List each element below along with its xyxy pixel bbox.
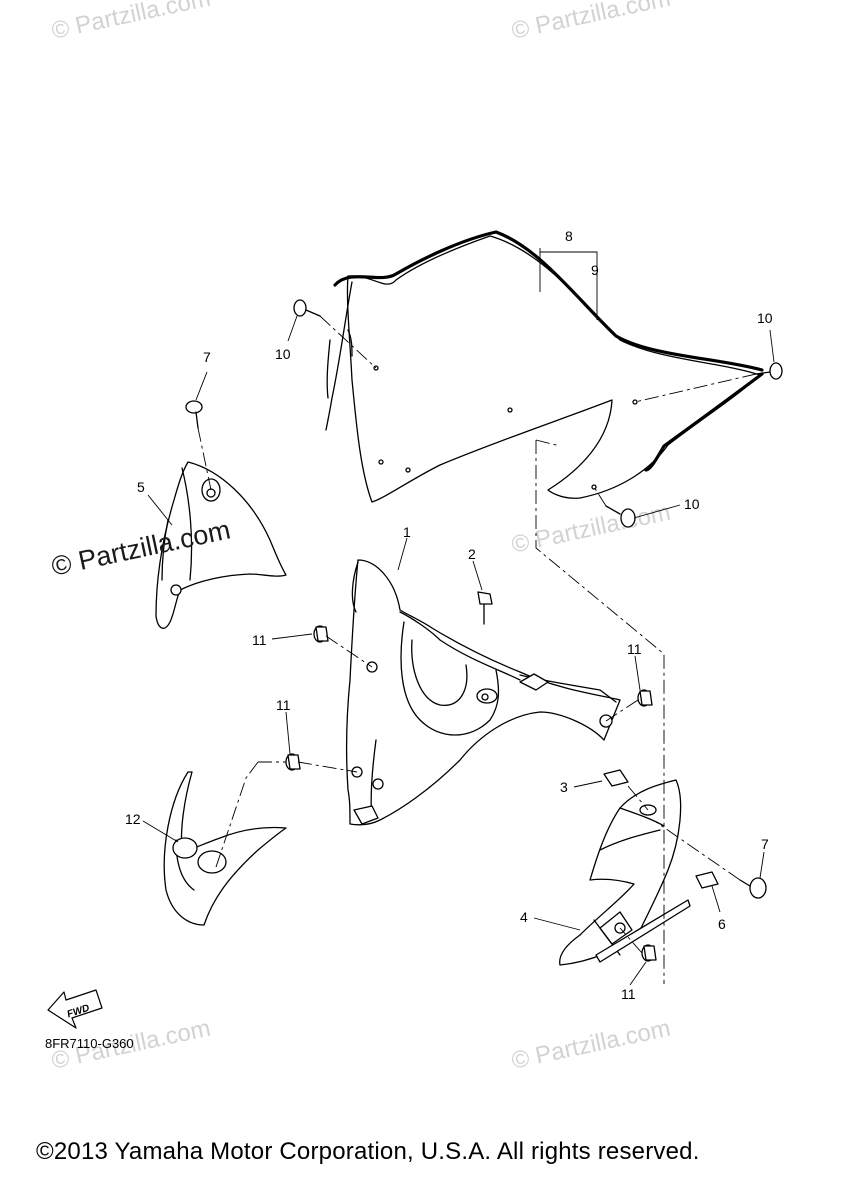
callout-2: 2: [468, 546, 476, 562]
diagram-code: 8FR7110-G360: [45, 1036, 134, 1051]
windshield: [325, 235, 761, 503]
callout-5: 5: [137, 479, 145, 495]
callout-10-right: 10: [757, 310, 773, 326]
leader-lines: [142, 248, 775, 986]
left-side-cover: [155, 461, 287, 629]
bolt-7-left: [185, 400, 203, 429]
callout-1: 1: [403, 524, 411, 540]
center-cowling: [346, 559, 621, 826]
copyright-notice: ©2013 Yamaha Motor Corporation, U.S.A. A…: [36, 1138, 700, 1165]
callout-9: 9: [591, 262, 599, 278]
assembly-lines: [197, 315, 757, 984]
callout-11-d: 11: [621, 986, 636, 1002]
fwd-arrow: FWD: [47, 989, 103, 1029]
callout-4: 4: [520, 909, 528, 925]
right-side-cover: [559, 779, 691, 966]
callout-10-left: 10: [275, 346, 291, 362]
callout-11-b: 11: [276, 697, 291, 713]
screw-2: [477, 591, 493, 625]
callout-11-a: 11: [252, 632, 267, 648]
callout-7-left: 7: [203, 349, 211, 365]
callout-7-right: 7: [761, 836, 769, 852]
collar-11-a: [313, 625, 329, 643]
callout-11-c: 11: [627, 641, 642, 657]
bolt-10-right: [755, 362, 783, 380]
collar-11-d: [641, 944, 657, 962]
bolt-7-right: [739, 877, 767, 899]
callout-12: 12: [125, 811, 141, 827]
nut-3: [603, 769, 629, 787]
bolt-10-left: [293, 299, 321, 317]
lower-left-panel: [163, 771, 287, 926]
clip-6: [695, 871, 719, 889]
collar-11-c: [637, 689, 653, 707]
callout-8: 8: [565, 228, 573, 244]
bolt-10-lower: [605, 505, 636, 528]
collar-11-b: [285, 753, 301, 771]
windshield-protector: [333, 230, 764, 472]
callout-10-lower: 10: [684, 496, 700, 512]
callout-6: 6: [718, 916, 726, 932]
callout-3: 3: [560, 779, 568, 795]
